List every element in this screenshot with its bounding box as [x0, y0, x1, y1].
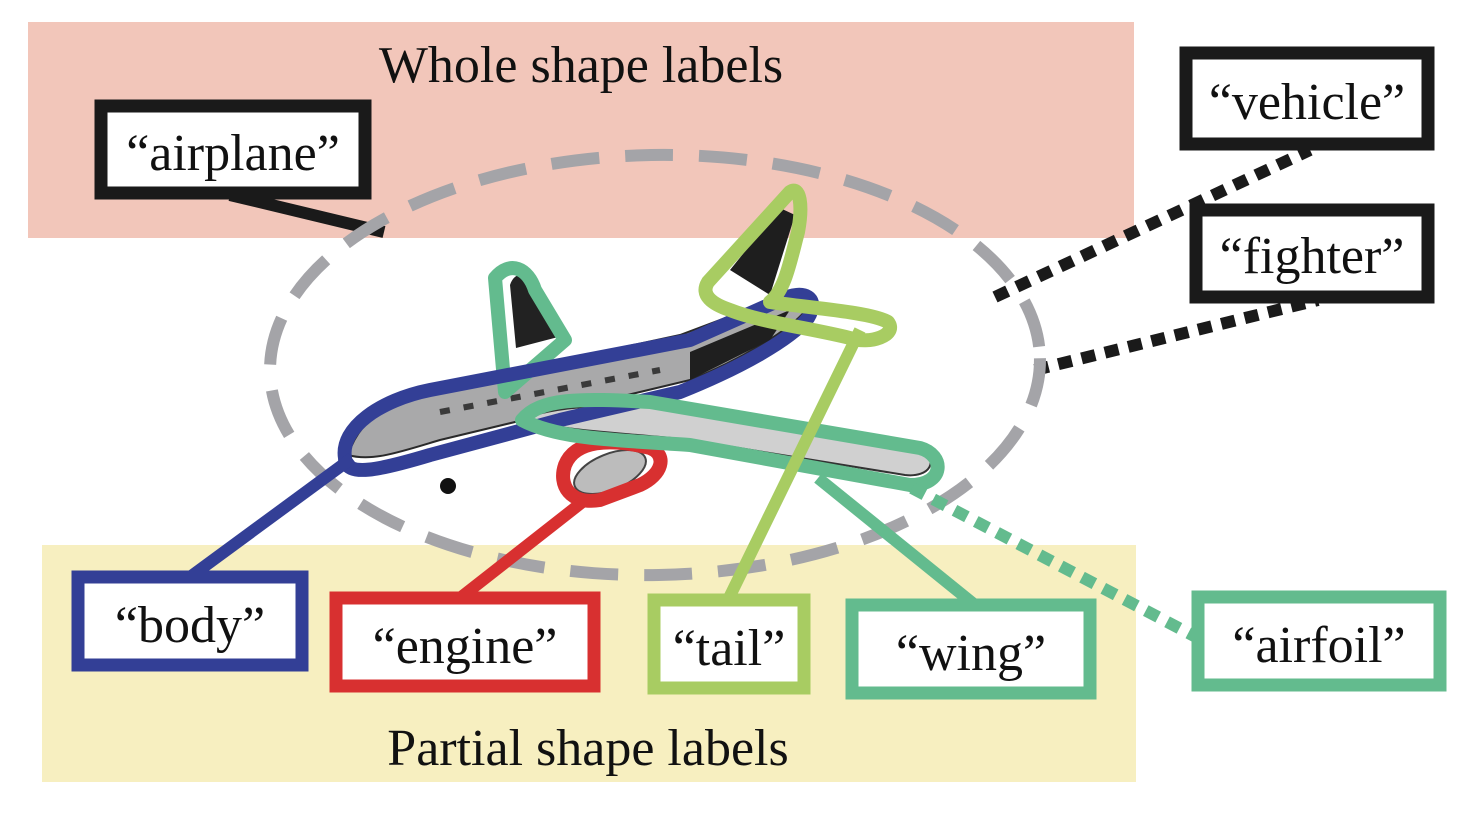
airplane-leader-line — [228, 189, 386, 238]
airfoil-leader-line — [909, 482, 1201, 644]
engine-leader-line — [456, 495, 589, 603]
svg-text:“body”: “body” — [115, 597, 265, 654]
wing-leader-line — [814, 473, 979, 610]
body-leader-line — [186, 453, 356, 582]
wing-lower-outline — [515, 393, 945, 492]
svg-text:“wing”: “wing” — [896, 625, 1046, 682]
tail-outline — [698, 183, 897, 348]
tail-leader-line — [722, 327, 866, 603]
svg-text:“tail”: “tail” — [673, 620, 786, 677]
label-tail: “tail” — [647, 593, 811, 695]
label-airplane: “airplane” — [94, 99, 372, 200]
label-vehicle: “vehicle” — [1179, 46, 1435, 151]
label-body: “body” — [71, 570, 309, 672]
whole-shape-title: Whole shape labels — [379, 37, 783, 94]
svg-text:“vehicle”: “vehicle” — [1209, 74, 1405, 131]
svg-text:“fighter”: “fighter” — [1220, 228, 1405, 285]
label-wing: “wing” — [845, 598, 1097, 700]
whole-shape-ellipse — [264, 148, 1046, 582]
svg-text:“engine”: “engine” — [373, 618, 558, 675]
svg-text:“airplane”: “airplane” — [126, 125, 340, 182]
partial-shape-title: Partial shape labels — [387, 720, 788, 777]
fighter-leader-line — [1033, 294, 1320, 376]
label-fighter: “fighter” — [1189, 203, 1435, 304]
label-airfoil: “airfoil” — [1191, 590, 1447, 692]
vehicle-leader-line — [992, 144, 1313, 303]
label-engine: “engine” — [329, 591, 601, 693]
body-outline — [337, 287, 820, 477]
svg-text:“airfoil”: “airfoil” — [1232, 617, 1405, 674]
wing-outline — [488, 261, 572, 399]
